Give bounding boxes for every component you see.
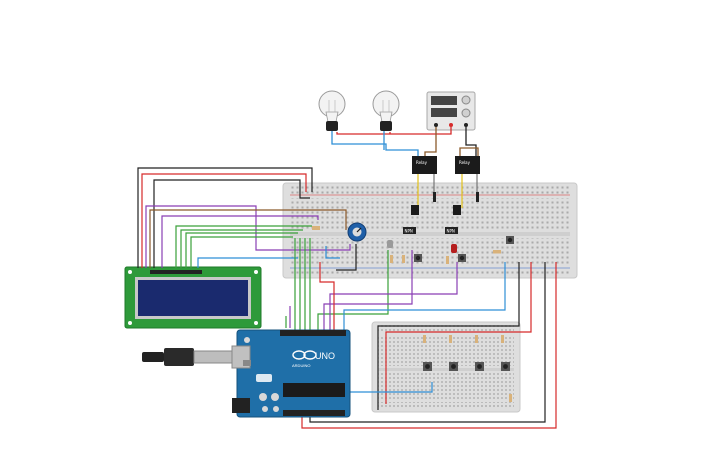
secondary-breadboard: [371, 321, 521, 413]
relay-1: Relay: [412, 156, 437, 174]
relay-1-label: Relay: [416, 160, 428, 165]
resistors-secondary: [423, 335, 512, 402]
resistors-main: [312, 226, 501, 264]
wire-group-arduino: [285, 238, 506, 334]
wire-group-lcd: [137, 167, 351, 268]
power-supply-icon: [426, 91, 476, 131]
push-buttons-main[interactable]: [414, 236, 514, 262]
leds: [387, 240, 457, 253]
wire-group-secondary: [301, 262, 557, 429]
usb-plug-icon: [142, 348, 233, 366]
relay-2-label: Relay: [459, 160, 471, 165]
arduino-model-label: UNO: [315, 351, 335, 361]
transistors: [411, 205, 461, 215]
lightbulb-icon: [372, 90, 400, 131]
npn-labels: NPN NPN: [403, 227, 458, 234]
transistor-2-label: NPN: [447, 229, 455, 234]
potentiometer-icon[interactable]: [347, 222, 367, 242]
diodes: [433, 192, 479, 202]
lightbulb-icon: [318, 90, 346, 131]
arduino-brand-label: ARDUINO: [292, 363, 310, 368]
relay-leads: [417, 174, 478, 208]
wire-group-top: [331, 127, 479, 160]
arduino-uno-board: UNO ARDUINO: [231, 329, 351, 418]
relay-2: Relay: [455, 156, 480, 174]
push-buttons-secondary[interactable]: [423, 362, 510, 371]
main-breadboard: [282, 182, 578, 279]
lcd-module: [124, 266, 262, 329]
transistor-1-label: NPN: [405, 229, 413, 234]
